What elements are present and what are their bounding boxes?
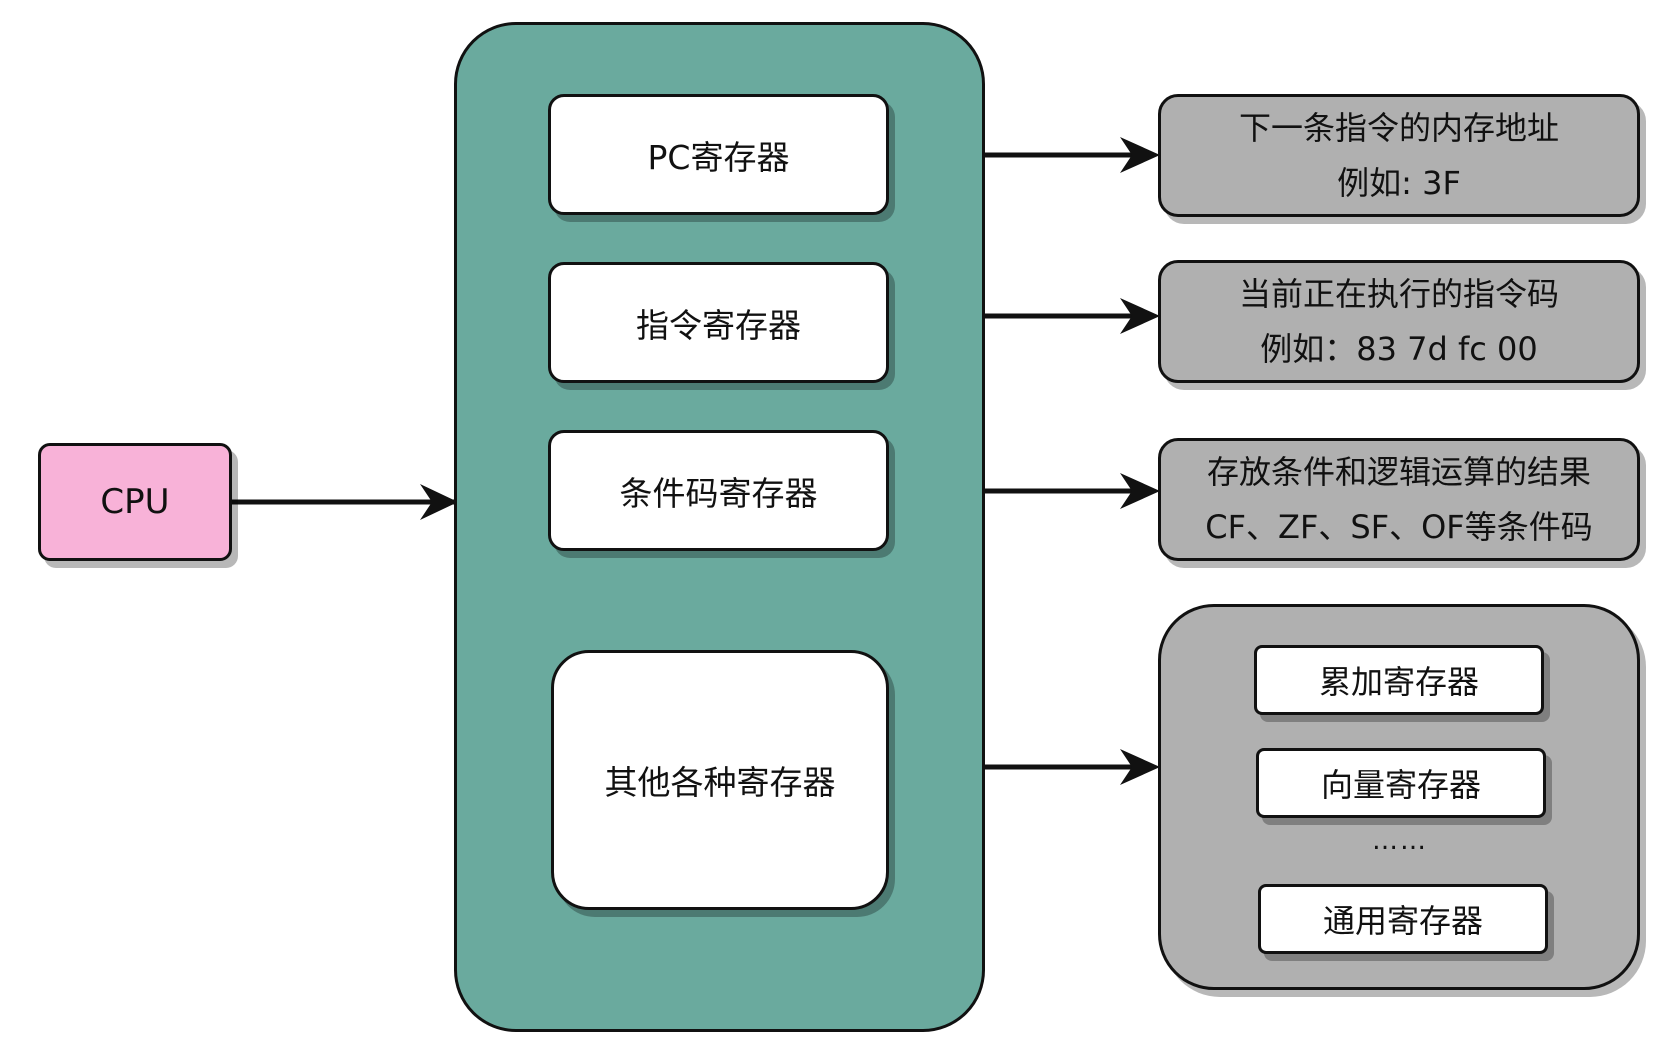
arrow-head-instr xyxy=(1120,298,1160,334)
arrow-head-cond xyxy=(1120,473,1160,509)
other-registers: 其他各种寄存器 xyxy=(551,650,889,910)
arrow-head-pc xyxy=(1120,137,1160,173)
ellipsis: …… xyxy=(1372,826,1428,856)
pc-register-label: PC寄存器 xyxy=(647,137,790,177)
accumulator-register: 累加寄存器 xyxy=(1254,645,1544,715)
other-registers-label: 其他各种寄存器 xyxy=(604,763,836,802)
instr-desc-line2: 例如：83 7d fc 00 xyxy=(1260,329,1538,368)
accumulator-register-label: 累加寄存器 xyxy=(1318,663,1479,701)
condition-code-register-label: 条件码寄存器 xyxy=(619,473,818,513)
instr-desc-line1: 当前正在执行的指令码 xyxy=(1238,275,1559,314)
arrow-head-other xyxy=(1120,749,1160,785)
cpu-box: CPU xyxy=(38,443,232,561)
cond-desc-line2: CF、ZF、SF、OF等条件码 xyxy=(1205,507,1593,546)
general-register: 通用寄存器 xyxy=(1258,884,1548,954)
arrow-head-cpu xyxy=(420,484,458,520)
cond-desc-line1: 存放条件和逻辑运算的结果 xyxy=(1206,453,1591,492)
condition-code-description: 存放条件和逻辑运算的结果 CF、ZF、SF、OF等条件码 xyxy=(1158,438,1640,561)
condition-code-register: 条件码寄存器 xyxy=(548,430,889,551)
instruction-register-description: 当前正在执行的指令码 例如：83 7d fc 00 xyxy=(1158,260,1640,383)
general-register-label: 通用寄存器 xyxy=(1322,902,1483,940)
pc-desc-line2: 例如: 3F xyxy=(1337,163,1461,202)
instruction-register-label: 指令寄存器 xyxy=(636,305,801,345)
pc-desc-line1: 下一条指令的内存地址 xyxy=(1238,109,1559,148)
vector-register: 向量寄存器 xyxy=(1256,748,1546,818)
pc-register: PC寄存器 xyxy=(548,94,889,215)
pc-register-description: 下一条指令的内存地址 例如: 3F xyxy=(1158,94,1640,217)
cpu-label: CPU xyxy=(100,482,170,522)
vector-register-label: 向量寄存器 xyxy=(1320,766,1481,804)
instruction-register: 指令寄存器 xyxy=(548,262,889,383)
